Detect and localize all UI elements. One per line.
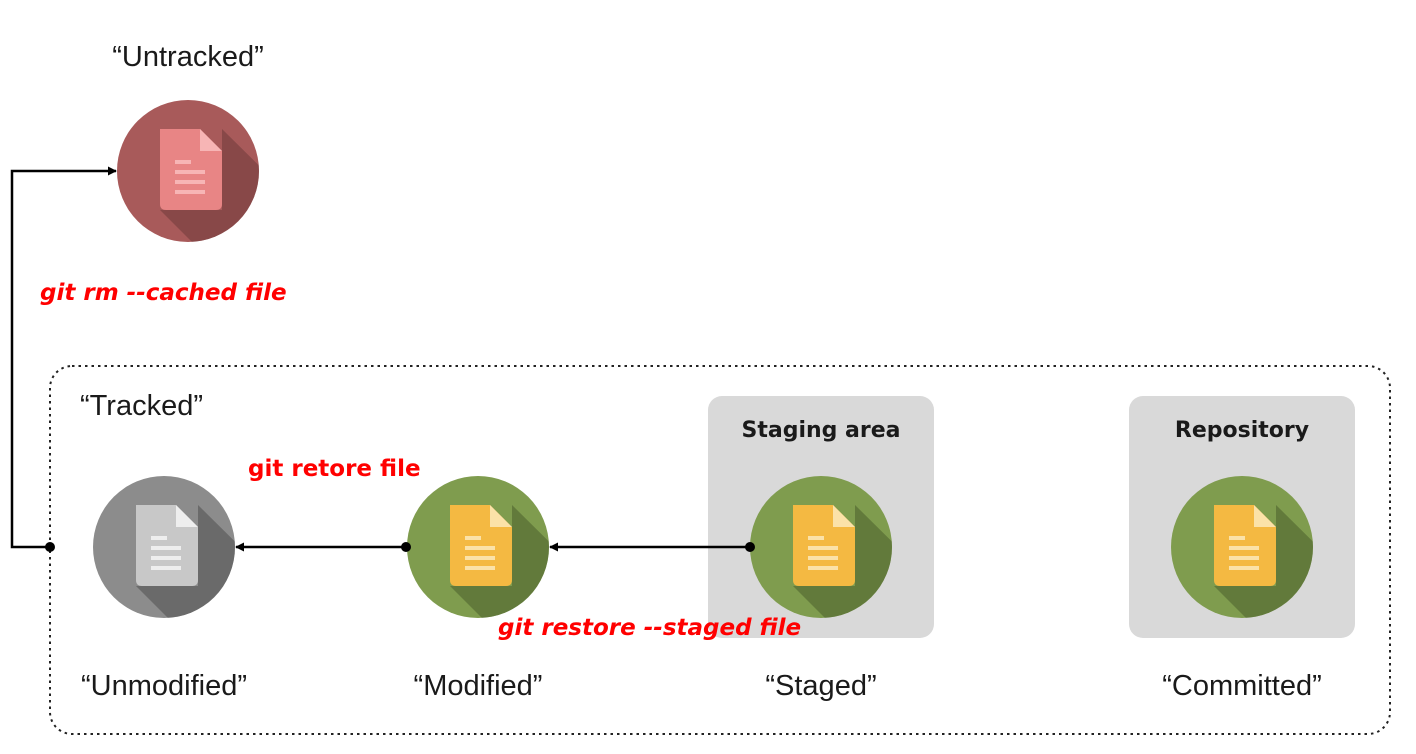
untracked-label: “Untracked” bbox=[112, 41, 264, 73]
staging-area-title: Staging area bbox=[741, 418, 900, 443]
modified-file-icon bbox=[407, 476, 549, 618]
tracked-label: “Tracked” bbox=[80, 390, 203, 422]
unmodified-file-icon bbox=[93, 476, 235, 618]
committed-label: “Committed” bbox=[1162, 670, 1322, 702]
restore-staged-arrow bbox=[549, 542, 755, 552]
unmodified-label: “Unmodified” bbox=[81, 670, 247, 702]
rm-cached-command: git rm --cached file bbox=[40, 280, 287, 306]
restore-staged-command: git restore --staged file bbox=[498, 615, 801, 641]
restore-command: git retore file bbox=[248, 456, 421, 482]
repository-title: Repository bbox=[1175, 418, 1309, 443]
untracked-file-icon bbox=[117, 100, 259, 242]
committed-file-icon bbox=[1171, 476, 1313, 618]
modified-label: “Modified” bbox=[414, 670, 543, 702]
staged-label: “Staged” bbox=[765, 670, 876, 702]
staged-file-icon bbox=[750, 476, 892, 618]
restore-arrow bbox=[235, 542, 411, 552]
rm-cached-arrow bbox=[10, 166, 117, 552]
